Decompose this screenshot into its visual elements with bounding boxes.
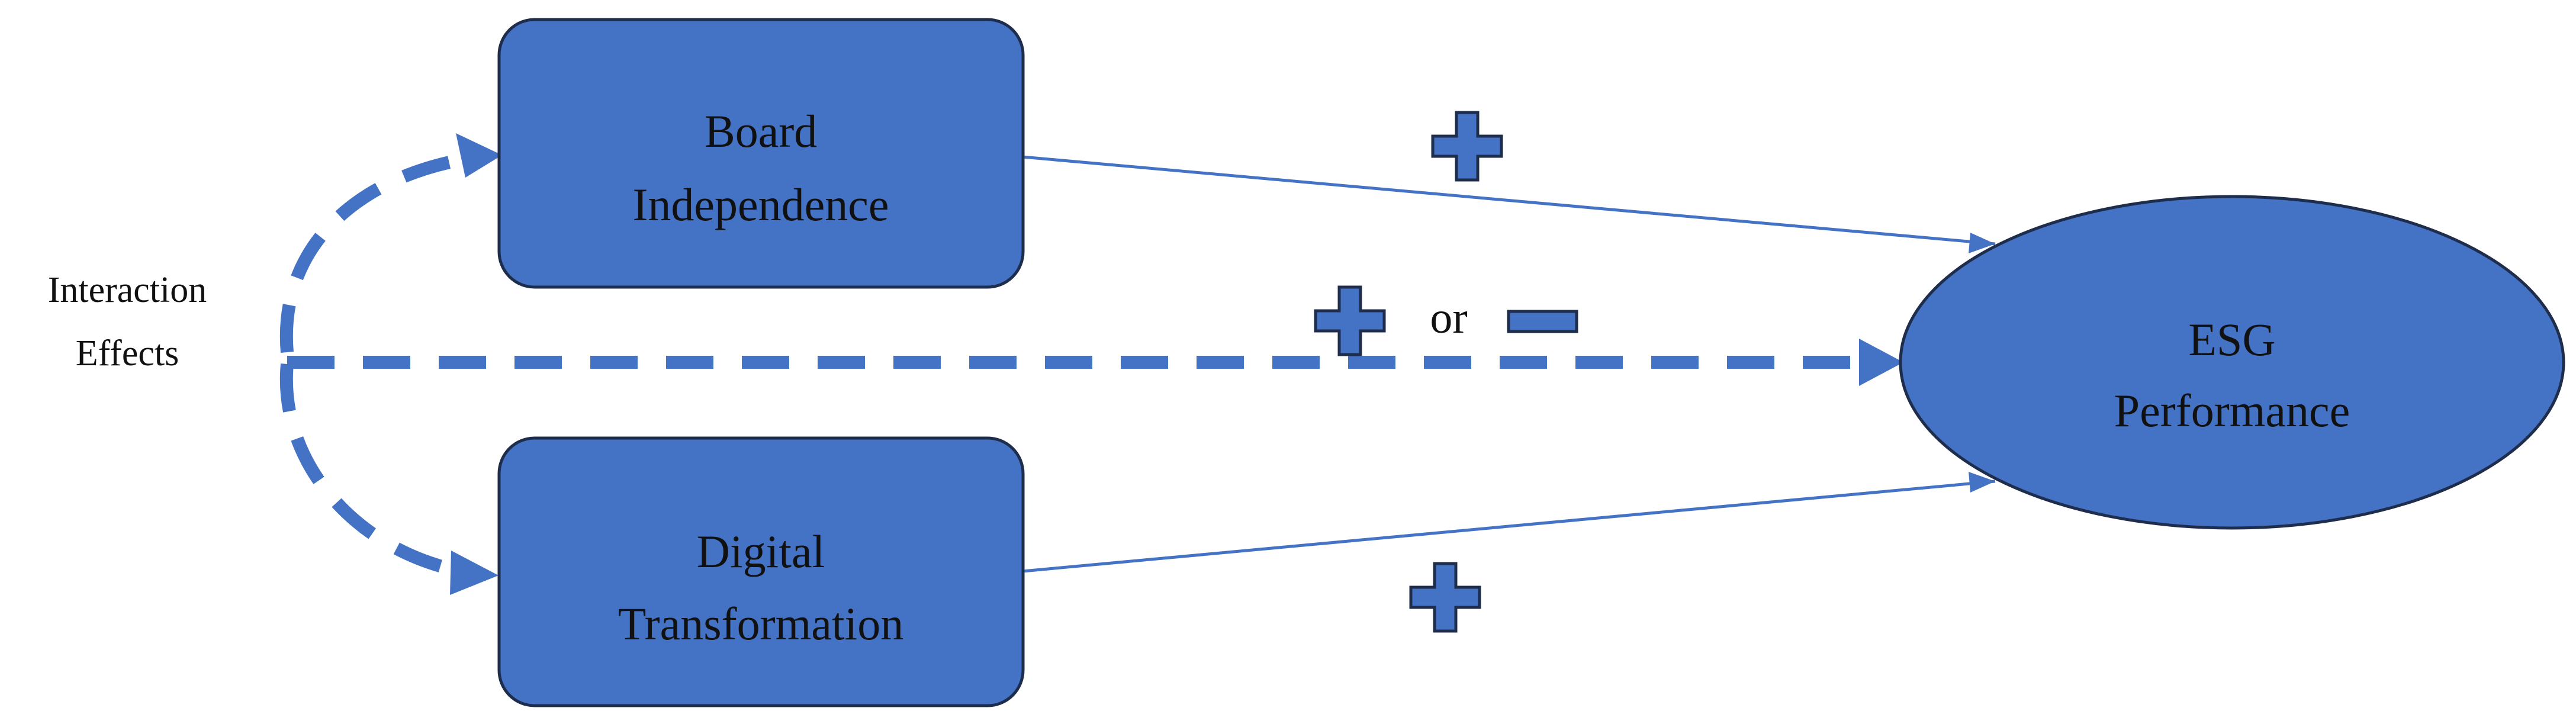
plus-icon — [1431, 111, 1503, 182]
esg-performance-label-line2: Performance — [2114, 385, 2350, 436]
esg-performance-label-line1: ESG — [2188, 314, 2275, 365]
node-board-independence: Board Independence — [497, 18, 1025, 289]
arrow-board-to-esg — [1022, 155, 1996, 253]
plus-icon — [1409, 562, 1481, 633]
arrowhead-digital — [450, 551, 499, 595]
board-independence-label-line1: Board — [705, 105, 818, 157]
dashed-arrow-to-board — [279, 152, 469, 353]
digital-transformation-label-line1: Digital — [697, 526, 825, 577]
node-esg-performance: ESG Performance — [1899, 195, 2565, 530]
arrowhead-esg — [1859, 339, 1903, 386]
plus-icon — [1314, 285, 1386, 356]
board-independence-label-line2: Independence — [632, 179, 889, 230]
or-connector-label: or — [1430, 293, 1467, 343]
minus-icon — [1507, 310, 1578, 333]
arrow-digital-to-esg — [1022, 472, 1996, 573]
digital-transformation-label-line2: Transformation — [618, 598, 903, 649]
interaction-effects-label-line1: Interaction — [48, 270, 207, 310]
arrowhead-board — [456, 133, 502, 178]
node-digital-transformation: Digital Transformation — [497, 436, 1025, 707]
interaction-effect-arrows — [279, 133, 1903, 595]
dashed-arrow-to-digital — [279, 363, 464, 578]
interaction-effects-label-line2: Effects — [76, 333, 179, 374]
moderator-label: Interaction Effects — [48, 270, 207, 374]
